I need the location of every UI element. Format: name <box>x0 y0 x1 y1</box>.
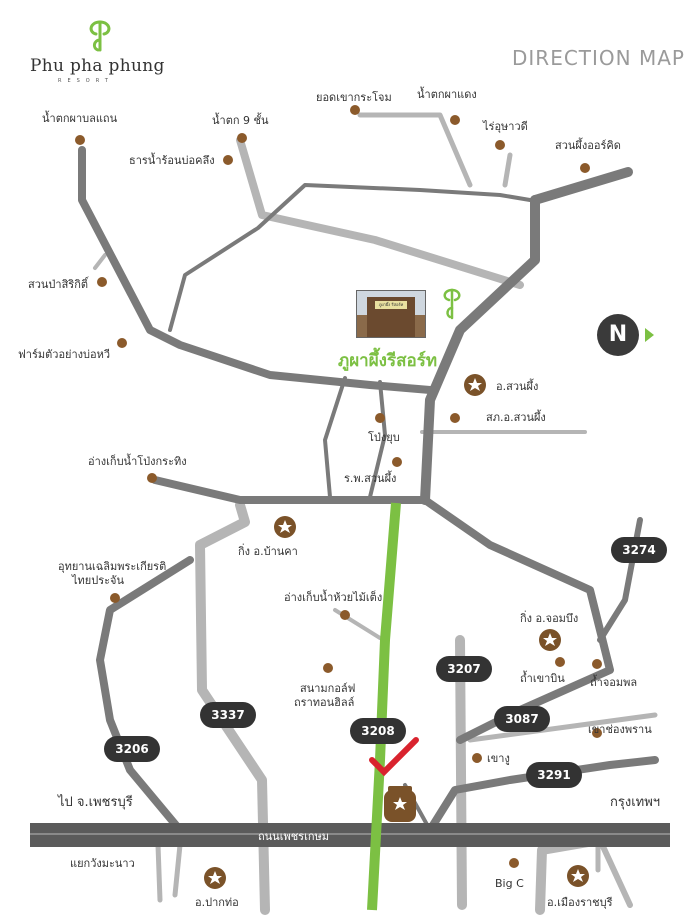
route-badge-3208: 3208 <box>350 718 406 744</box>
place-label: อุทยานเฉลิมพระเกียรติ <box>58 560 167 573</box>
place-label: ถ้ำจอมพล <box>590 676 638 689</box>
place-label: โป่งยุบ <box>368 431 400 444</box>
place-label: น้ำตกผาบลแถน <box>42 112 118 125</box>
place-label: สวนป่าสิริกิติ์ <box>28 278 88 291</box>
place-label: กิ่ง อ.จอมบึง <box>520 612 579 625</box>
route-badge-3291: 3291 <box>526 762 582 788</box>
poi-dots <box>75 105 602 868</box>
place-label: ถราทอนฮิลล์ <box>294 696 355 709</box>
place-label: น้ำตกผาแดง <box>417 88 477 101</box>
resort-photo: ภูผาผึ้ง รีสอร์ท <box>356 290 426 338</box>
place-label: ฟาร์มตัวอย่างบ่อหวี <box>18 348 111 361</box>
logo-name: Phu pha phung <box>30 56 165 76</box>
place-label: สภ.อ.สวนผึ้ง <box>486 411 546 424</box>
route-badge-3207: 3207 <box>436 656 492 682</box>
main-highway <box>30 823 670 847</box>
route-badge-3274: 3274 <box>611 537 667 563</box>
place-label: ยอดเขากระโจม <box>316 91 392 104</box>
main-road-label: ถนนเพชรเกษม <box>258 830 330 843</box>
north-arrow-icon <box>645 328 654 342</box>
route-to-resort <box>367 502 401 911</box>
place-label: เขางู <box>487 752 510 765</box>
place-label: ไทยประจัน <box>72 574 124 587</box>
place-label: แยกวังมะนาว <box>70 857 135 870</box>
place-label: น้ำตก 9 ชั้น <box>212 114 269 127</box>
route-badge-3206: 3206 <box>104 736 160 762</box>
resort-photo-caption: ภูผาผึ้ง รีสอร์ท <box>375 301 407 309</box>
place-label: อ.ปากท่อ <box>195 896 239 909</box>
resort-name: ภูผาผึ้งรีสอร์ท <box>338 351 438 371</box>
place-label: Big C <box>495 877 524 890</box>
star-markers <box>204 374 589 889</box>
logo-subtitle: RESORT <box>58 78 114 84</box>
place-label: อ.สวนผึ้ง <box>496 380 539 393</box>
place-label: สนามกอล์ฟ <box>300 682 356 695</box>
direction-right-label: กรุงเทพฯ <box>610 795 661 810</box>
place-label: เขาช่องพราน <box>588 723 652 736</box>
route-badge-3337: 3337 <box>200 702 256 728</box>
place-label: ไร่อุษาวดี <box>483 120 528 133</box>
place-label: อ.เมืองราชบุรี <box>547 896 613 909</box>
page-title: DIRECTION MAP <box>512 46 685 70</box>
direction-left-label: ไป จ.เพชรบุรี <box>58 795 133 810</box>
place-label: อ่างเก็บน้ำห้วยไม้เต็ง <box>284 591 383 604</box>
place-label: ธารน้ำร้อนบ่อคลึง <box>129 154 215 167</box>
checkmark-icon <box>369 737 419 777</box>
place-label: กิ่ง อ.บ้านคา <box>238 545 298 558</box>
route-badge-3087: 3087 <box>494 706 550 732</box>
place-label: ถ้ำเขาบิน <box>520 672 565 685</box>
place-label: ร.พ.สวนผึ้ง <box>344 472 397 485</box>
place-label: อ่างเก็บน้ำโป่งกระทิง <box>88 455 187 468</box>
north-indicator: N <box>597 314 639 356</box>
place-label: สวนผึ้งออร์คิด <box>555 139 621 152</box>
logo-mark-icon <box>89 20 111 52</box>
resort-mark-icon <box>443 288 461 320</box>
